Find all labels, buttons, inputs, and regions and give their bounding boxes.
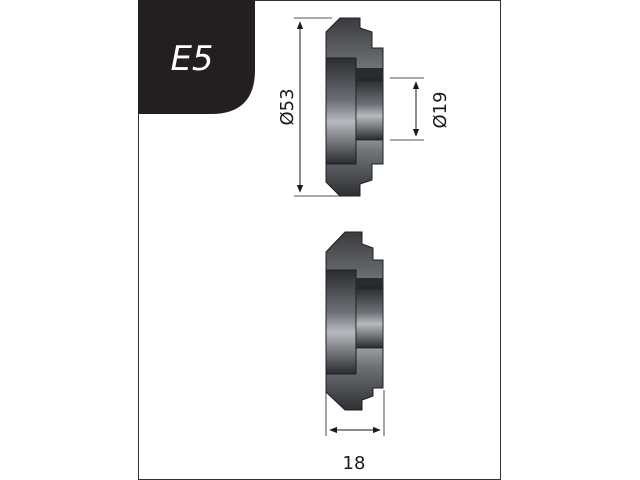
roller-bottom bbox=[325, 231, 384, 411]
dimension-width: 18 bbox=[325, 390, 385, 474]
model-badge: E5 bbox=[138, 0, 255, 114]
dimension-bore-diameter: Ø19 bbox=[390, 77, 451, 141]
bore-diameter-label: Ø19 bbox=[430, 91, 451, 128]
outer-diameter-label: Ø53 bbox=[277, 88, 298, 125]
badge-label: E5 bbox=[170, 39, 213, 79]
dimension-outer-diameter: Ø53 bbox=[277, 17, 342, 197]
roller-top bbox=[325, 17, 384, 197]
width-label: 18 bbox=[343, 453, 366, 474]
